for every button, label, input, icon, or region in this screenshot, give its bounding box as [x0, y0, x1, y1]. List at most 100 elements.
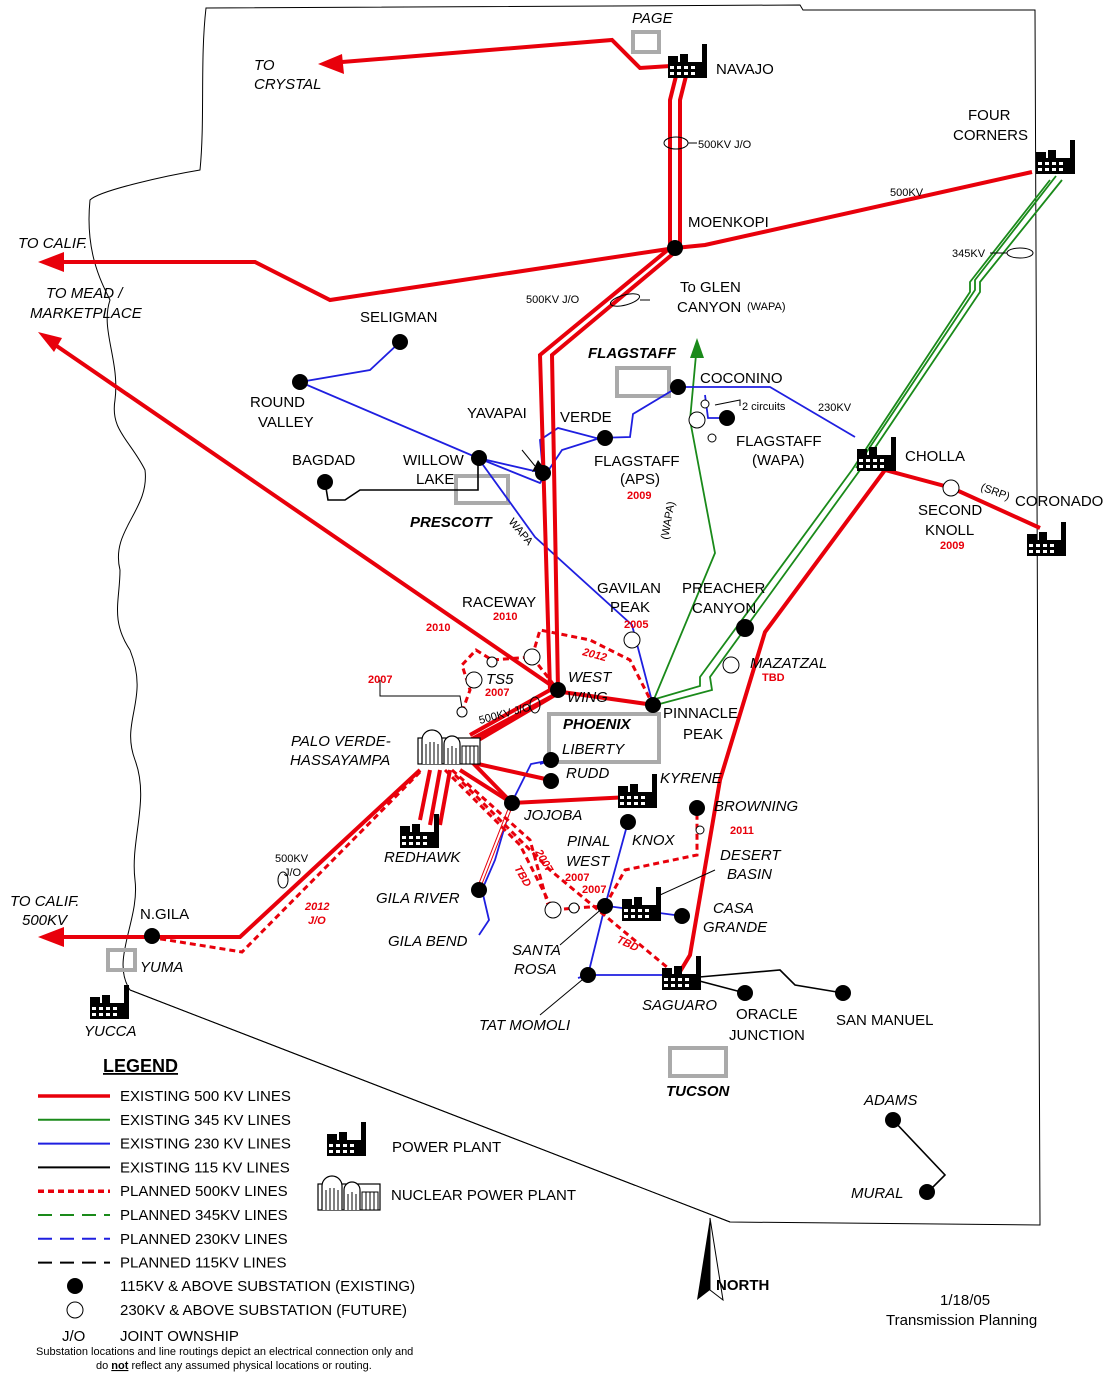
label-navajo: NAVAJO [716, 61, 774, 78]
label-seligman: SELIGMAN [360, 309, 438, 326]
legend-line-label-0: EXISTING 500 KV LINES [120, 1088, 291, 1105]
legend: LEGEND EXISTING 500 KV LINES EXISTING 345… [38, 1056, 576, 1345]
label-liberty: LIBERTY [562, 741, 625, 758]
label-gavilan-1: GAVILAN [597, 580, 661, 597]
label-casa-grande-2: GRANDE [703, 919, 768, 936]
label-500kv-sw-2: J/O [284, 867, 302, 879]
label-second-knoll-1: SECOND [918, 502, 982, 519]
legend-line-label-1: EXISTING 345 KV LINES [120, 1112, 291, 1129]
label-2012-jo-2: J/O [308, 915, 326, 927]
legend-existing-substation-icon [67, 1278, 83, 1294]
disclaimer: Substation locations and line routings d… [36, 1346, 413, 1372]
label-wapa-line2: (WAPA) [659, 501, 678, 541]
label-verde: VERDE [560, 409, 612, 426]
label-two-circuits: 2 circuits [742, 401, 786, 413]
leader-lines [379, 142, 1007, 1016]
label-2007-c: 2007 [582, 884, 606, 896]
map-labels: PAGE TO CRYSTAL NAVAJO FOUR CORNERS 500K… [10, 10, 1103, 1329]
legend-line-label-4: PLANNED 500KV LINES [120, 1183, 288, 1200]
flagstaff-city-box [615, 366, 671, 398]
label-four-corners-1: FOUR [968, 107, 1011, 124]
label-santa-rosa-1: SANTA [512, 942, 561, 959]
legend-jo-label: JOINT OWNSHIP [120, 1328, 239, 1345]
label-yucca: YUCCA [84, 1023, 137, 1040]
label-second-knoll-year: 2009 [940, 540, 964, 552]
label-to-mead-1: TO MEAD / [46, 285, 124, 302]
label-pinnacle-1: PINNACLE [663, 705, 738, 722]
label-phoenix: PHOENIX [563, 716, 632, 733]
label-to-calif-500-1: TO CALIF. [10, 893, 79, 910]
kyrene-power-plant [618, 774, 657, 808]
disclaimer-line2: do not reflect any assumed physical loca… [96, 1360, 372, 1372]
jo-ellipse-navajo [663, 136, 689, 150]
label-gavilan-year: 2005 [624, 619, 648, 631]
label-2010-left: 2010 [426, 622, 450, 634]
label-to-crystal-2: CRYSTAL [254, 76, 322, 93]
label-2007-a: 2007 [532, 847, 556, 876]
north-arrow [697, 1217, 724, 1302]
label-prescott: PRESCOTT [410, 514, 494, 531]
lines-230kv [296, 341, 856, 979]
label-knox: KNOX [632, 832, 676, 849]
label-page: PAGE [632, 10, 674, 27]
label-adams: ADAMS [863, 1092, 917, 1109]
legend-future-substation-icon [66, 1301, 84, 1319]
page-city-box [631, 30, 661, 54]
label-mazatzal-tbd: TBD [762, 672, 785, 684]
label-preacher-2: CANYON [692, 600, 756, 617]
navajo-power-plant [668, 44, 707, 78]
label-flagstaff-wapa-2: (WAPA) [752, 452, 805, 469]
saguaro-power-plant [662, 956, 701, 990]
jo-ellipse-pv [529, 696, 541, 714]
label-oracle-2: JUNCTION [729, 1027, 805, 1044]
label-500kv-sw-1: 500KV [275, 853, 309, 865]
label-kyrene: KYRENE [660, 770, 723, 787]
label-to-calif-top: TO CALIF. [18, 235, 87, 252]
label-raceway-year: 2010 [493, 611, 517, 623]
label-ts5-year: 2007 [485, 687, 509, 699]
label-santa-rosa-2: ROSA [514, 961, 557, 978]
label-moenkopi: MOENKOPI [688, 214, 769, 231]
label-glen-canyon-1: To GLEN [680, 279, 741, 296]
legend-jo-symbol: J/O [62, 1328, 85, 1345]
label-ts5: TS5 [486, 671, 514, 688]
label-coronado: CORONADO [1015, 493, 1103, 510]
label-gavilan-2: PEAK [610, 599, 650, 616]
label-willow-lake-1: WILLOW [403, 452, 465, 469]
label-2012-top: 2012 [580, 646, 608, 664]
label-four-corners-2: CORNERS [953, 127, 1028, 144]
label-mazatzal: MAZATZAL [750, 655, 827, 672]
label-tbd-b: TBD [615, 934, 641, 954]
label-345kv: 345KV [952, 248, 986, 260]
label-srp: (SRP) [979, 482, 1011, 504]
label-mural: MURAL [851, 1185, 904, 1202]
label-flagstaff-aps-1: FLAGSTAFF [594, 453, 680, 470]
label-desert-basin-1: DESERT [720, 847, 782, 864]
label-2007-b: 2007 [565, 872, 589, 884]
legend-existing-substation-label: 115KV & ABOVE SUBSTATION (EXISTING) [120, 1278, 415, 1295]
cholla-power-plant [857, 437, 896, 471]
legend-line-label-2: EXISTING 230 KV LINES [120, 1136, 291, 1153]
label-500kv-jo-top: 500KV J/O [698, 139, 752, 151]
legend-power-plant-label: POWER PLANT [392, 1139, 501, 1156]
label-palo-verde-2: HASSAYAMPA [290, 752, 390, 769]
label-glen-canyon-2: CANYON [677, 299, 741, 316]
label-cholla: CHOLLA [905, 448, 965, 465]
label-yuma: YUMA [140, 959, 183, 976]
legend-line-label-7: PLANNED 115KV LINES [120, 1255, 286, 1272]
legend-nuclear-plant-label: NUCLEAR POWER PLANT [391, 1187, 576, 1204]
substations-existing [144, 240, 935, 1200]
jo-ellipse-moenkopi [609, 293, 641, 307]
label-230kv: 230KV [818, 402, 852, 414]
substations-future [456, 399, 960, 919]
coronado-power-plant [1027, 522, 1066, 556]
legend-title: LEGEND [103, 1056, 178, 1076]
label-browning: BROWNING [714, 798, 798, 815]
label-2012-jo-1: 2012 [304, 901, 329, 913]
label-jojoba: JOJOBA [523, 807, 582, 824]
label-rudd: RUDD [566, 765, 609, 782]
label-pinal-west-1: PINAL [567, 833, 610, 850]
lines-115kv [129, 458, 947, 1223]
label-flagstaff-wapa-1: FLAGSTAFF [736, 433, 822, 450]
